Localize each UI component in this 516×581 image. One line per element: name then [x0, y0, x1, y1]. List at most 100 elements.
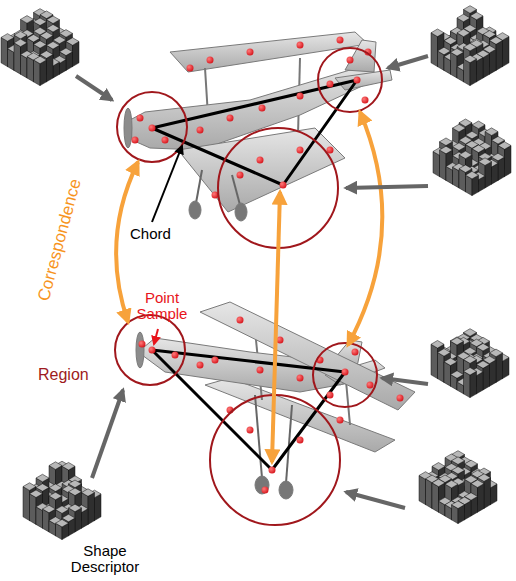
histogram-bar — [431, 340, 444, 348]
histogram-bar — [452, 501, 465, 509]
histogram-bar — [498, 142, 511, 150]
histogram-icon — [431, 329, 509, 398]
airplane-top — [178, 128, 345, 212]
histogram-bar — [75, 508, 82, 532]
histogram-bar — [14, 39, 27, 47]
histogram-bar — [496, 41, 503, 71]
histogram-bar — [69, 488, 82, 496]
point-sample-label: Point Sample — [131, 290, 193, 322]
airplane-top — [196, 170, 202, 203]
histogram-bar — [459, 151, 472, 159]
point-sample-dot — [259, 105, 266, 112]
histogram-bar — [432, 483, 439, 512]
histogram-bar — [464, 371, 471, 397]
correspondence-arrow — [116, 112, 382, 462]
histogram-bar — [453, 143, 466, 151]
histogram-bar — [73, 41, 80, 66]
histogram-bar — [438, 349, 451, 357]
histogram-bar — [47, 24, 60, 32]
point-sample-dot — [297, 147, 304, 154]
histogram-bar — [459, 165, 472, 173]
point-samples — [132, 37, 404, 494]
histogram-bar — [419, 476, 426, 505]
region-label: Region — [38, 366, 89, 383]
point-sample-dot — [280, 182, 287, 189]
histogram-icon — [419, 451, 497, 524]
point-sample-dot — [172, 352, 179, 359]
point-sample-dot — [237, 172, 244, 179]
point-sample-dot — [247, 49, 254, 56]
point-sample-dot — [352, 349, 359, 356]
histogram-bar — [452, 467, 465, 475]
histogram-bar — [490, 49, 497, 74]
histogram-bar — [30, 494, 37, 525]
histogram-bar — [470, 59, 477, 86]
histogram-icon — [1, 9, 79, 86]
point-sample-dot — [247, 427, 254, 434]
point-sample-dot — [212, 357, 219, 364]
point-sample-dot — [297, 42, 304, 49]
point-sample-dot — [237, 317, 244, 324]
point-sample-dot — [197, 127, 204, 134]
histogram-bar — [34, 56, 47, 64]
histogram-bar — [431, 29, 444, 37]
histogram-bar — [21, 16, 34, 24]
point-sample-dot — [297, 437, 304, 444]
histogram-bar — [478, 484, 485, 513]
chord-triangle — [152, 80, 357, 470]
histogram-bar — [30, 490, 43, 498]
histogram-bar — [466, 171, 479, 179]
histogram-bar — [60, 30, 73, 38]
histogram-bar — [465, 460, 478, 468]
point-sample-dot — [187, 65, 194, 72]
histogram-bar — [483, 365, 490, 390]
correspondence-arrow — [116, 162, 138, 322]
point-sample-dot — [137, 115, 144, 122]
correspondence-label: Correspondence — [35, 177, 85, 303]
airplane-bottom — [136, 332, 144, 368]
histogram-bar — [477, 57, 484, 81]
histogram-bar — [464, 43, 477, 51]
histogram-bar — [62, 462, 75, 470]
histogram-bar — [56, 506, 69, 514]
descriptor-arrow — [346, 492, 405, 508]
histogram-bar — [457, 29, 470, 37]
histogram-bar — [440, 150, 447, 180]
histogram-bar — [477, 343, 490, 351]
airplane-bottom — [255, 395, 262, 478]
point-sample-dot — [362, 97, 369, 104]
histogram-bar — [496, 353, 503, 383]
airplane-top — [235, 203, 247, 221]
histogram-bar — [440, 138, 453, 146]
histogram-bar — [464, 59, 471, 86]
histogram-bar — [483, 54, 490, 78]
histogram-bar — [464, 6, 477, 14]
histogram-bar — [505, 146, 512, 177]
histogram-bar — [23, 483, 36, 491]
point-sample-dot — [227, 115, 234, 122]
region-circle — [115, 315, 185, 385]
histogram-bar — [432, 479, 445, 487]
descriptor-arrow — [382, 378, 428, 384]
histogram-bar — [451, 52, 458, 78]
histogram-bar — [1, 37, 8, 66]
histogram-bar — [21, 55, 28, 78]
histogram-bar — [60, 48, 73, 56]
airplane-bottom — [279, 481, 293, 499]
histogram-bar — [470, 12, 483, 20]
descriptor-arrow — [346, 186, 428, 188]
airplane-top — [335, 70, 392, 90]
histogram-icon — [431, 6, 509, 86]
correspondence-arrow — [272, 192, 280, 462]
point-sample-dot — [257, 367, 264, 374]
region-circle — [115, 48, 382, 525]
shape-descriptor-label: Shape Descriptor — [64, 543, 146, 575]
histogram-bar — [34, 18, 47, 26]
histogram-bar — [492, 153, 505, 161]
histogram-bar — [95, 494, 102, 521]
histogram-bar — [490, 37, 503, 45]
histogram-bar — [485, 128, 498, 136]
point-sample-dot — [257, 157, 264, 164]
